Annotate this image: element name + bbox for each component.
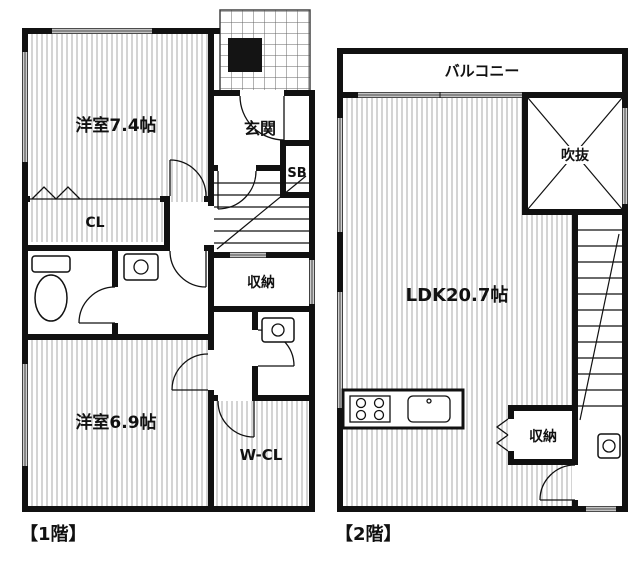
staircase-2f: [578, 229, 622, 421]
atrium-cross: [527, 97, 623, 210]
label-balcony: バルコニー: [445, 62, 520, 80]
vanity-icon: [261, 317, 295, 343]
door-room1: [169, 159, 207, 197]
label-entrance: 玄関: [244, 119, 276, 138]
label-ldk: LDK20.7帖: [406, 284, 509, 306]
storage-door-marks-2f: [495, 418, 509, 452]
label-room-7-4: 洋室7.4帖: [75, 115, 156, 136]
label-walk-in-closet: W-CL: [240, 446, 283, 464]
door-room2: [171, 353, 209, 391]
ldk-floor-upper: [343, 98, 522, 215]
sink-icon: [407, 395, 451, 423]
second-floor-plan: バルコニー 吹抜 LDK20.7帖 収納: [337, 48, 628, 512]
window-bottom-2f: [586, 506, 616, 512]
first-floor-plan: 洋室7.4帖 玄関 SB CL 収納 洋室6.9帖 W-CL: [22, 9, 315, 512]
window-right-1f: [309, 260, 315, 304]
staircase-1f: [214, 175, 309, 250]
stove-icon: [349, 395, 391, 423]
storage-door-1f: [230, 252, 266, 258]
closet-door-marks: [30, 186, 160, 200]
window-left-upper-1f: [22, 52, 28, 162]
caption-floor1: 【1階】: [20, 524, 87, 545]
label-shoe-box: SB: [287, 166, 306, 181]
porch-step: [228, 38, 262, 72]
window-left-upper-2f: [337, 118, 343, 232]
toilet-icon: [31, 255, 71, 322]
storage-2f-area: [508, 405, 578, 465]
door-genkan-hall: [217, 170, 257, 210]
hand-basin-icon: [597, 433, 621, 459]
entry-opening: [240, 90, 284, 96]
caption-floor2: 【2階】: [335, 524, 402, 545]
door-wcl: [217, 400, 255, 438]
door-toilet: [78, 286, 116, 324]
label-storage-1f: 収納: [247, 274, 275, 291]
window-right-2f: [622, 108, 628, 204]
door-washroom: [169, 250, 207, 288]
label-storage-2f: 収納: [529, 428, 557, 445]
balcony-window: [358, 92, 522, 98]
entrance-porch: [219, 9, 311, 93]
entry-door-arc: [239, 95, 285, 141]
room-6-9-floor: [28, 340, 208, 506]
room-7-4-floor: [28, 34, 208, 202]
window-left-lower-1f: [22, 364, 28, 466]
door-stair-hall-2f: [539, 464, 576, 501]
kitchen-counter: [341, 388, 465, 430]
window-top-1f: [52, 28, 152, 34]
washbasin-icon: [123, 253, 159, 281]
closet-floor: [28, 202, 164, 242]
label-atrium: 吹抜: [561, 147, 590, 164]
walk-in-closet-floor: [214, 401, 309, 506]
label-room-6-9: 洋室6.9帖: [75, 412, 156, 433]
label-closet: CL: [85, 215, 104, 231]
